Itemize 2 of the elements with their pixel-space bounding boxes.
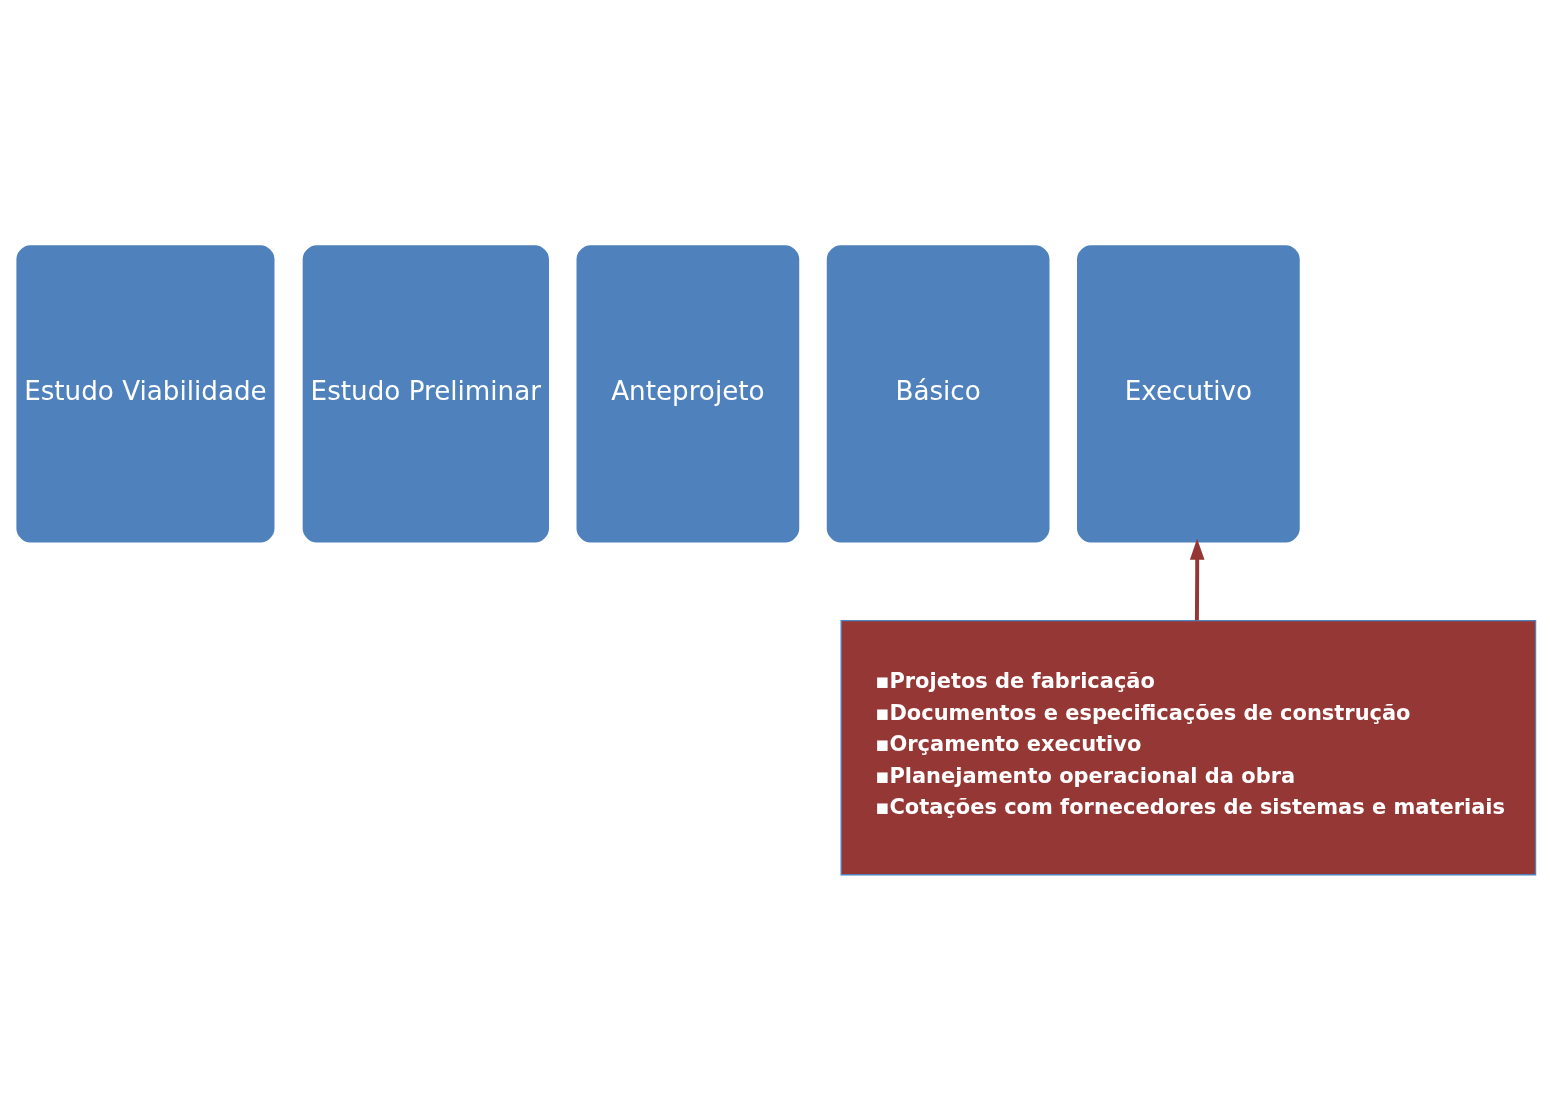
node-box: ▪Projetos de fabricação ▪Documentos e especificações de construção ▪Orçamento executivo ▪Planejamento operacional da obra ▪Cotações com fornecedores de sistemas e materiais — [840, 619, 1537, 875]
arrow — [1189, 538, 1205, 620]
